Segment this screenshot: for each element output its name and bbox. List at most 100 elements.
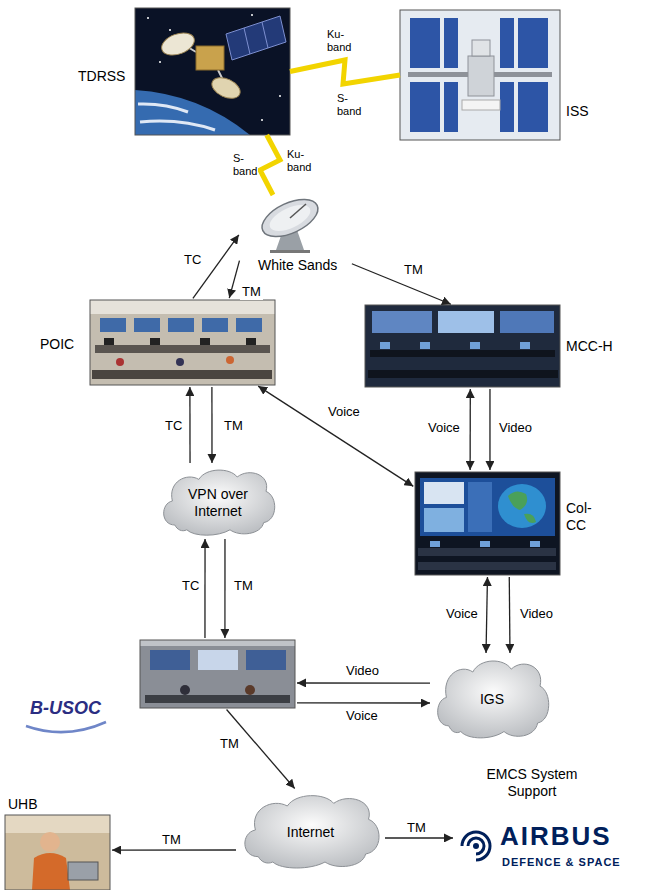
panel-grid <box>262 22 268 48</box>
desk-row <box>92 370 272 379</box>
antenna-dish <box>159 29 198 59</box>
ground-station: White Sands <box>240 195 350 280</box>
wall-screen <box>100 318 126 332</box>
label-holder: TM <box>402 262 425 278</box>
logo-arc <box>468 838 484 854</box>
label-holder: TM <box>222 418 245 434</box>
person-body <box>32 853 70 890</box>
room <box>140 640 295 708</box>
network-cloud: IGS <box>432 655 552 740</box>
person <box>180 685 190 695</box>
node-label: EMCS System Support <box>480 766 584 800</box>
logo-text: B-USOC <box>30 698 101 720</box>
cloud-streak <box>138 104 188 112</box>
person <box>245 685 255 695</box>
connector-label: Voice <box>444 606 480 622</box>
desk-row <box>370 350 555 357</box>
wall-screen <box>236 318 262 332</box>
connector-label: Voice <box>344 708 380 724</box>
laptop <box>68 862 98 880</box>
node-label: Col- CC <box>566 500 592 534</box>
ceiling <box>90 300 275 314</box>
label-holder: Voice <box>444 606 480 622</box>
node-label: ISS <box>566 103 589 120</box>
cloud-shape <box>438 661 549 738</box>
solar-panel <box>226 16 286 60</box>
globe-land <box>508 491 527 510</box>
solar-array <box>444 18 458 68</box>
cloud-shape <box>245 796 379 868</box>
dish-inner <box>266 200 314 237</box>
photo-frame <box>415 472 560 575</box>
node-label: UHB <box>8 796 38 813</box>
ground-station-dish <box>256 192 323 253</box>
node-label: POIC <box>40 336 74 353</box>
label-holder: TM <box>240 284 263 300</box>
desk-row <box>418 548 556 556</box>
star <box>159 61 161 63</box>
connector-label: Video <box>497 420 534 436</box>
connector-label: TM <box>240 284 263 300</box>
label-holder: Video <box>518 606 555 622</box>
data-link-arrow <box>486 577 487 653</box>
label-holder: Voice <box>426 420 462 436</box>
cloud-shape <box>164 470 275 535</box>
dish-base <box>270 250 310 253</box>
b-usoc-photo <box>140 640 295 708</box>
node-label: TDRSS <box>78 68 125 85</box>
label-holder: TM <box>218 736 241 752</box>
data-link-arrow <box>297 702 430 703</box>
solar-array <box>518 82 548 132</box>
radio-link <box>260 135 280 195</box>
solar-array <box>444 82 458 132</box>
label-holder: TM <box>160 832 183 848</box>
photo-frame <box>135 8 290 135</box>
wall-screen <box>198 650 238 670</box>
logo-text: DEFENCE & SPACE <box>502 856 621 869</box>
wall-screen <box>150 650 190 670</box>
solar-array <box>410 82 440 132</box>
data-link-arrow <box>385 837 453 838</box>
star <box>147 17 149 19</box>
monitor <box>520 342 530 349</box>
room <box>90 300 275 385</box>
connector-label: TC <box>163 418 184 434</box>
network-cloud: Internet <box>238 790 383 870</box>
wall-screen <box>424 508 464 532</box>
solar-array <box>500 18 514 68</box>
person <box>176 358 184 366</box>
solar-array <box>500 82 514 132</box>
data-link-arrow <box>469 389 470 470</box>
monitor <box>246 338 256 345</box>
wall-screen <box>202 318 228 332</box>
desk-row <box>95 345 270 353</box>
sky-background <box>400 10 560 140</box>
connector-label: TC <box>182 252 203 268</box>
control-room-photo: POIC <box>90 300 275 385</box>
label-holder: Video <box>497 420 534 436</box>
wall-screen <box>168 318 194 332</box>
wall-screen <box>246 650 286 670</box>
monitor <box>430 541 440 547</box>
connector-label: TM <box>218 736 241 752</box>
desk-row <box>145 695 290 703</box>
label-holder: TC <box>163 418 184 434</box>
node-label: White Sands <box>258 257 337 274</box>
connector-label: TM <box>232 578 255 594</box>
station-module <box>472 40 490 56</box>
monitor <box>480 541 490 547</box>
dish-feed <box>290 204 306 218</box>
logo-swoosh <box>26 722 106 732</box>
control-room-photo: MCC-H <box>365 305 560 387</box>
node-label: IGS <box>480 691 504 708</box>
connector-label: Ku- band <box>326 28 352 53</box>
network-cloud: VPN over Internet <box>158 465 278 537</box>
data-link-arrow <box>258 386 413 486</box>
radio-link <box>290 60 400 84</box>
connector-label: S- band <box>232 152 258 177</box>
person <box>116 358 124 366</box>
control-room-photo: Col- CC <box>415 472 560 575</box>
